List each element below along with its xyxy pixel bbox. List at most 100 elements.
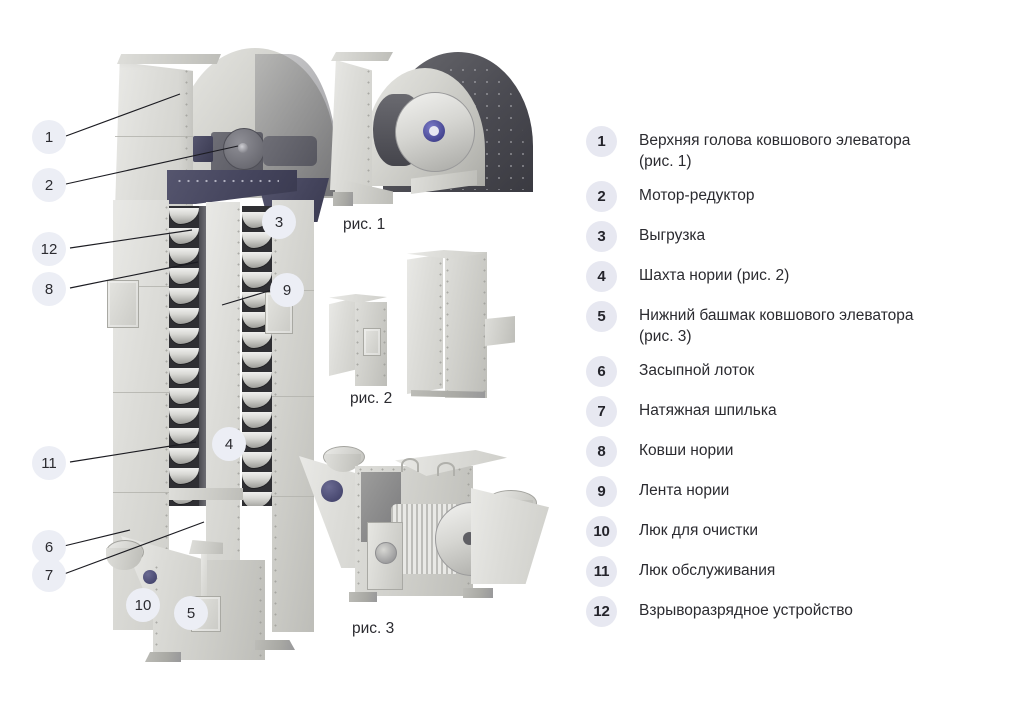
fig3-lifting-lug-1 xyxy=(401,458,419,472)
boot-foot-left xyxy=(145,652,181,662)
bracket-bolt-row xyxy=(175,178,279,184)
legend-row: 8 Ковши нории xyxy=(586,436,986,467)
fig2-tall-front-rivets-l xyxy=(446,254,449,396)
figure-1-caption: рис. 1 xyxy=(343,216,386,233)
legend-label: Шахта нории (рис. 2) xyxy=(639,267,790,284)
head-casing-rivets xyxy=(185,66,188,208)
legend-badge: 2 xyxy=(586,181,617,212)
legend-label: Взрыворазрядное устройство xyxy=(639,602,853,619)
legend-label: Верхняя голова ковшового элеватора (рис.… xyxy=(639,132,911,170)
callout-marker-10[interactable]: 10 xyxy=(126,588,160,622)
fig3-lifting-lug-2 xyxy=(437,462,455,476)
bucket-column-left xyxy=(169,206,199,506)
callout-marker-2[interactable]: 2 xyxy=(32,168,66,202)
callout-marker-9[interactable]: 9 xyxy=(270,273,304,307)
fig2-small-rivets-l xyxy=(356,304,359,384)
legend-label: Нижний башмак ковшового элеватора (рис. … xyxy=(639,307,914,345)
fig2-tall-section-back xyxy=(407,254,443,394)
legend-row: 3 Выгрузка xyxy=(586,221,986,252)
callout-marker-3[interactable]: 3 xyxy=(262,205,296,239)
callout-marker-11[interactable]: 11 xyxy=(32,446,66,480)
callout-marker-5[interactable]: 5 xyxy=(174,596,208,630)
fig2-small-top-rim xyxy=(329,294,387,303)
fig3-inlet-neck-left xyxy=(325,454,361,472)
elevator-belt-left xyxy=(199,206,206,506)
fig3-hopper-right xyxy=(471,488,549,584)
legend-badge: 3 xyxy=(586,221,617,252)
legend-badge: 1 xyxy=(586,126,617,157)
fig3-bearing-hub xyxy=(375,542,397,564)
legend-badge: 5 xyxy=(586,301,617,332)
legend-badge: 9 xyxy=(586,476,617,507)
leg-inner-panel xyxy=(206,202,240,622)
fig2-tall-section-front xyxy=(445,252,487,398)
leg-left-rivets xyxy=(165,202,168,628)
legend-badge: 8 xyxy=(586,436,617,467)
legend-label: Люк для очистки xyxy=(639,522,758,539)
fig3-body-rivets-l xyxy=(357,468,360,594)
fig2-small-section-back xyxy=(329,298,355,376)
leg-cross-brace xyxy=(169,488,243,500)
leg-left-seam-3 xyxy=(113,492,169,493)
callout-marker-1[interactable]: 1 xyxy=(32,120,66,154)
tension-screw-cap xyxy=(143,570,157,584)
legend-row: 9 Лента нории xyxy=(586,476,986,507)
figure-2-caption: рис. 2 xyxy=(350,390,393,407)
parts-legend: 1 Верхняя голова ковшового элеватора (ри… xyxy=(586,126,986,636)
legend-label: Мотор-редуктор xyxy=(639,187,755,204)
leg-right-seam-3 xyxy=(272,496,314,497)
callout-marker-7[interactable]: 7 xyxy=(32,558,66,592)
elevator-leg-right-casing xyxy=(272,200,314,632)
motor-canister xyxy=(263,136,317,166)
leg-right-rivets xyxy=(274,202,277,630)
boot-foot-right xyxy=(255,640,295,650)
legend-row: 7 Натяжная шпилька xyxy=(586,396,986,427)
explosion-relief-device xyxy=(107,280,139,328)
figure-3-caption: рис. 3 xyxy=(352,620,395,637)
callout-marker-12[interactable]: 12 xyxy=(32,232,66,266)
gear-motor-shaft xyxy=(238,143,248,153)
legend-badge: 7 xyxy=(586,396,617,427)
fig2-tall-back-rivets xyxy=(439,258,442,392)
head-top-flange xyxy=(117,54,221,64)
figure-2-leg-sections xyxy=(325,250,525,400)
callout-marker-4[interactable]: 4 xyxy=(212,427,246,461)
bucket-elevator-assembly xyxy=(105,40,339,662)
legend-row: 4 Шахта нории (рис. 2) xyxy=(586,261,986,292)
legend-row: 11 Люк обслуживания xyxy=(586,556,986,587)
fig1-side-wall xyxy=(330,60,372,190)
figure-1-elevator-head xyxy=(325,42,540,210)
fig2-tall-bottom-brace xyxy=(411,390,485,398)
leg-left-seam-2 xyxy=(113,392,169,393)
legend-label: Натяжная шпилька xyxy=(639,402,777,419)
fig3-foot-left xyxy=(349,592,377,602)
fig1-pulley-hub-center xyxy=(429,126,439,136)
bucket-column-right xyxy=(242,206,272,506)
legend-row: 2 Мотор-редуктор xyxy=(586,181,986,212)
legend-row: 10 Люк для очистки xyxy=(586,516,986,547)
legend-badge: 6 xyxy=(586,356,617,387)
fig2-small-inspection-hatch xyxy=(363,328,381,356)
fig2-tall-outlet-box xyxy=(485,316,515,346)
legend-label: Ковши нории xyxy=(639,442,734,459)
legend-label: Засыпной лоток xyxy=(639,362,755,379)
legend-badge: 12 xyxy=(586,596,617,627)
figure-3-elevator-boot xyxy=(295,432,560,612)
legend-badge: 11 xyxy=(586,556,617,587)
fig1-side-rivets xyxy=(367,66,370,188)
legend-label: Лента нории xyxy=(639,482,730,499)
fig1-top-flange xyxy=(331,52,393,61)
legend-row: 6 Засыпной лоток xyxy=(586,356,986,387)
leg-inner-rivets xyxy=(237,204,240,618)
legend-label: Выгрузка xyxy=(639,227,706,244)
fig2-tall-top-rim xyxy=(407,250,487,259)
fig2-small-rivets-r xyxy=(383,304,386,384)
fig3-blue-cap xyxy=(321,480,343,502)
legend-badge: 4 xyxy=(586,261,617,292)
boot-rivets-right xyxy=(259,562,262,658)
head-casing-seam xyxy=(115,136,193,137)
motor-terminal-box xyxy=(193,136,213,162)
callout-marker-8[interactable]: 8 xyxy=(32,272,66,306)
legend-row: 1 Верхняя голова ковшового элеватора (ри… xyxy=(586,126,986,172)
